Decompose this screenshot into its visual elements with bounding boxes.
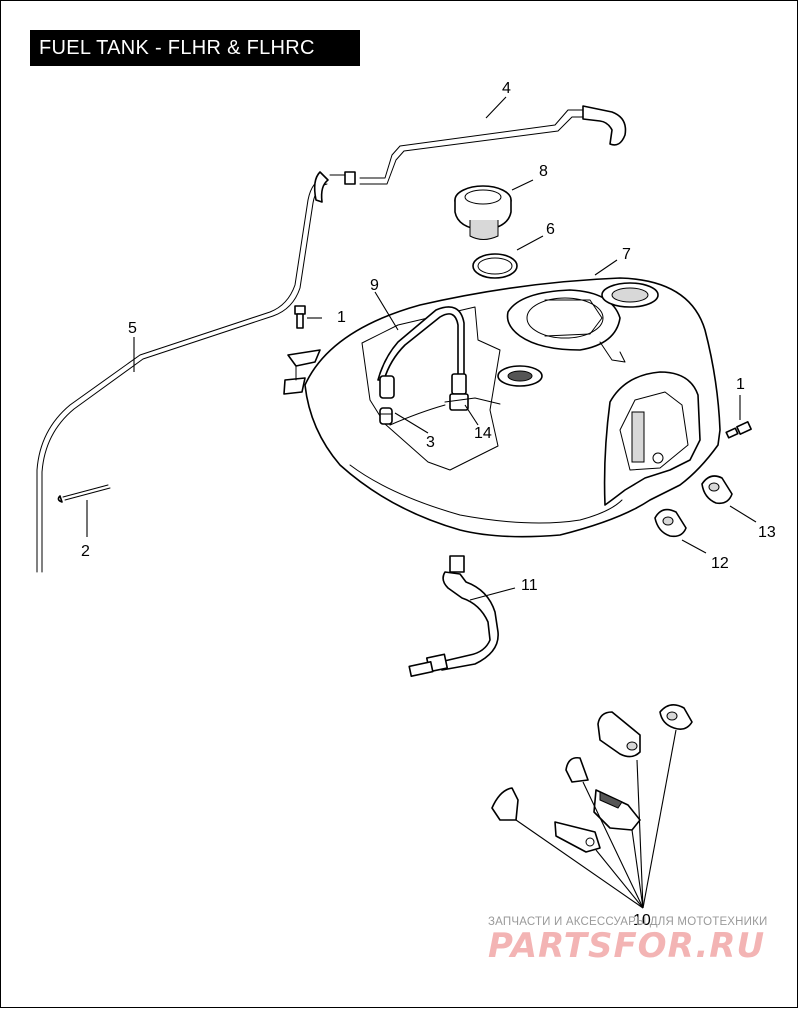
bumper-part-12[interactable] xyxy=(654,508,687,538)
bracket-kit-part-10[interactable] xyxy=(491,704,693,853)
watermark-tagline: ЗАПЧАСТИ И АКСЕССУАРЫ ДЛЯ МОТОТЕХНИКИ xyxy=(488,916,768,928)
watermark-logo: PARTSFOR.RU xyxy=(488,926,766,966)
fitting-part-3[interactable] xyxy=(379,407,393,425)
vent-tube-part-5[interactable] xyxy=(36,171,329,573)
screw-part-1-right[interactable] xyxy=(725,421,752,439)
callout-11: 11 xyxy=(521,577,538,594)
gasket-inner xyxy=(477,257,513,275)
callout-4: 4 xyxy=(502,80,511,97)
callout-10: 10 xyxy=(633,912,651,929)
bumper-part-13[interactable] xyxy=(701,475,733,505)
callout-9: 9 xyxy=(370,277,379,294)
callout-7: 7 xyxy=(622,246,631,263)
callout-6: 6 xyxy=(546,221,555,238)
leader-lines xyxy=(86,96,757,909)
fuel-tank-part-7[interactable] xyxy=(283,277,721,538)
screw-part-1-left[interactable] xyxy=(294,305,306,329)
page-title: FUEL TANK - FLHR & FLHRC xyxy=(30,30,360,66)
vent-hose-part-4[interactable] xyxy=(329,105,627,185)
fuel-cap-part-8[interactable] xyxy=(454,185,512,240)
callout-2: 2 xyxy=(81,543,90,560)
fuel-line-part-11[interactable] xyxy=(408,555,499,677)
callout-1-left: 1 xyxy=(337,309,346,326)
cotter-pin-part-2[interactable] xyxy=(57,484,111,503)
valve-part-14[interactable] xyxy=(389,393,501,426)
callout-12: 12 xyxy=(711,555,729,572)
callout-13: 13 xyxy=(758,524,776,541)
callout-1-right: 1 xyxy=(736,376,745,393)
callout-5: 5 xyxy=(128,320,137,337)
callout-3: 3 xyxy=(426,434,435,451)
callout-14: 14 xyxy=(474,425,492,442)
callout-8: 8 xyxy=(539,163,548,180)
